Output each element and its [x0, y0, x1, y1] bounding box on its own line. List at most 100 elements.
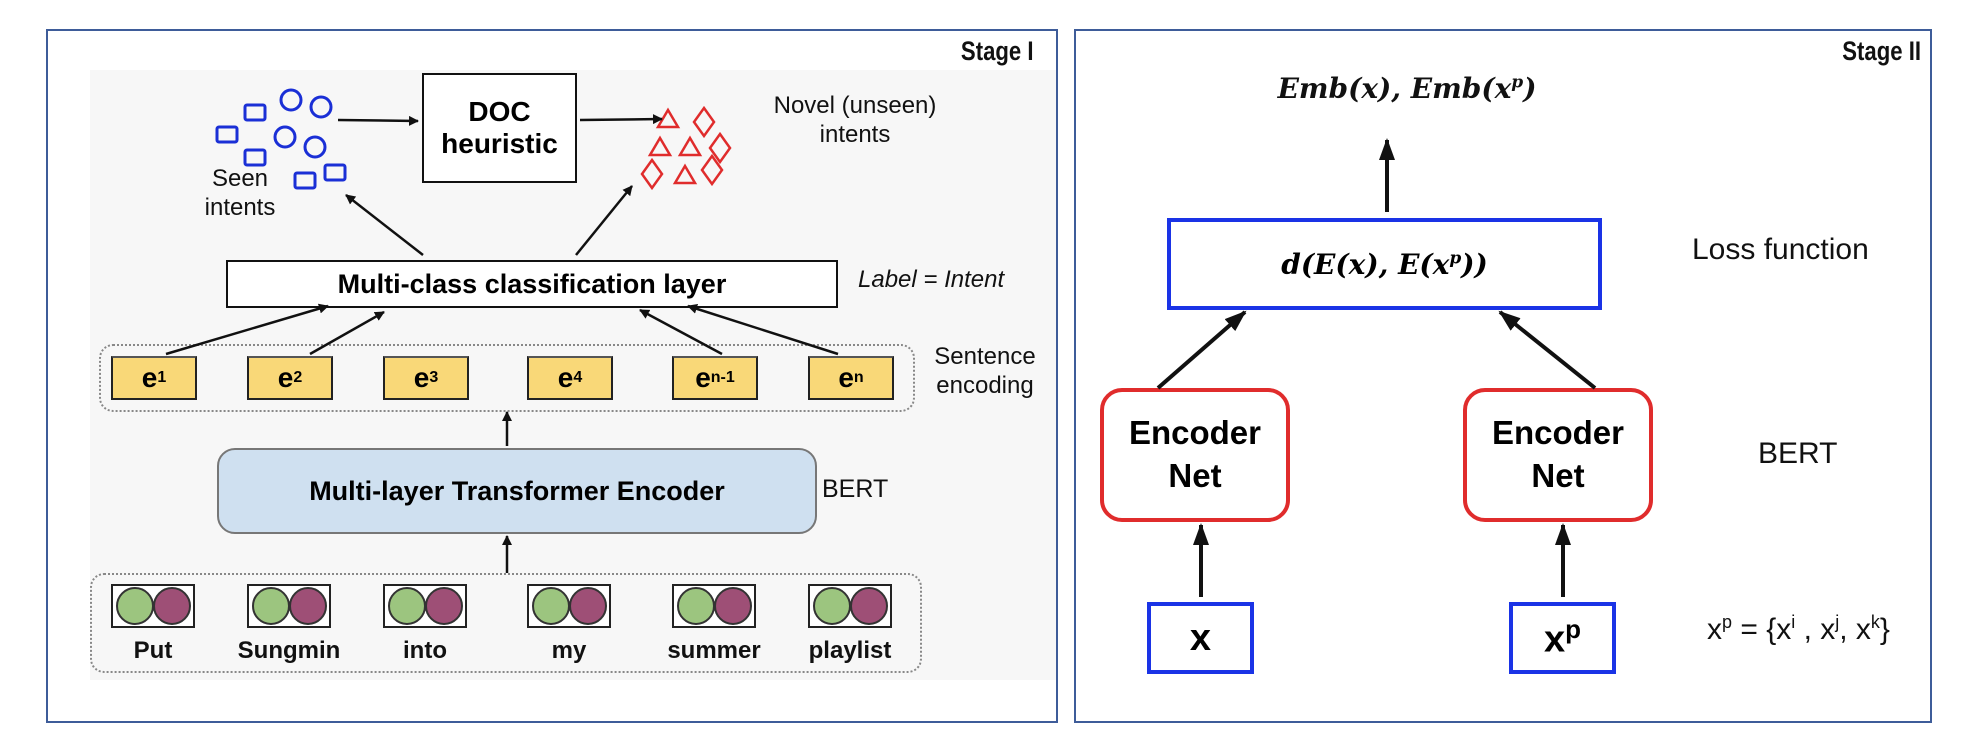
encoding-base: e — [838, 362, 854, 393]
token-embedding-3 — [383, 584, 467, 628]
novel-diamond-2 — [708, 131, 732, 165]
label-intent-note: Label = Intent — [858, 266, 1005, 293]
seen-square-4 — [293, 171, 317, 190]
embedding-output-close: ) — [1523, 72, 1537, 105]
seen-intents-line1: Seen — [211, 165, 269, 192]
arrow-e2-to-classifier — [309, 310, 385, 356]
encoder-net-right-line1: Encoder — [1491, 414, 1625, 452]
token-purple-circle — [569, 587, 607, 625]
token-word-6: playlist — [808, 637, 892, 664]
stage2-title: Stage II — [1842, 36, 1921, 66]
novel-diamond-3 — [640, 157, 664, 191]
token-purple-circle — [289, 587, 327, 625]
distance-loss-text: d(E(x), E(x — [1281, 247, 1450, 281]
set-item-1-sup: i — [1791, 612, 1796, 632]
transformer-encoder-box: Multi-layer Transformer Encoder — [217, 448, 817, 534]
token-word-4: my — [551, 637, 587, 664]
input-xp-base: x — [1543, 618, 1566, 661]
input-x-box: x — [1147, 602, 1254, 674]
encoding-subscript: n — [853, 369, 864, 386]
sentence-encoding-label: Sentence encoding — [920, 343, 1050, 401]
token-word-5: summer — [667, 637, 761, 664]
token-green-circle — [813, 587, 851, 625]
input-xp-box: xp — [1509, 602, 1616, 674]
encoding-base: e — [557, 362, 574, 393]
token-green-circle — [388, 587, 426, 625]
seen-circle-2 — [309, 95, 333, 119]
embedding-output-text: Emb(x), Emb(x — [1277, 72, 1512, 105]
embedding-output-sup: p — [1511, 72, 1524, 93]
token-embedding-2 — [247, 584, 331, 628]
doc-heuristic-line2: heuristic — [441, 128, 558, 159]
distance-loss-sup: p — [1449, 248, 1462, 269]
seen-intents-line2: intents — [204, 193, 276, 221]
arrow-classifier-to-seen — [345, 194, 424, 256]
set-lhs-sup: p — [1722, 612, 1733, 632]
novel-triangle-2 — [647, 135, 673, 157]
encoder-net-left-line1: Encoder — [1128, 414, 1262, 452]
seen-circle-4 — [303, 135, 327, 159]
set-comma-1: , — [1795, 613, 1821, 646]
input-x-label: x — [1189, 616, 1212, 659]
seen-square-1 — [243, 103, 267, 122]
token-purple-circle — [714, 587, 752, 625]
encoding-subscript: 1 — [157, 369, 167, 386]
novel-intents-line2: intents — [819, 120, 891, 148]
encoding-subscript: 3 — [429, 369, 439, 386]
positive-set-definition: xp = {xi , xj, xk} — [1707, 612, 1890, 648]
encoding-base: e — [141, 362, 158, 393]
doc-heuristic-line1: DOC — [468, 95, 531, 127]
novel-intents-label: Novel (unseen) intents — [735, 92, 975, 150]
token-green-circle — [677, 587, 715, 625]
arrow-seen-to-doc — [337, 115, 419, 126]
distance-loss-box: d(E(x), E(xp)) — [1167, 218, 1602, 310]
encoder-net-left: Encoder Net — [1100, 388, 1290, 522]
set-equals: = { — [1732, 613, 1777, 646]
token-embedding-5 — [672, 584, 756, 628]
seen-circle-3 — [273, 125, 297, 149]
encoding-base: e — [277, 362, 294, 393]
arrow-en-to-classifier — [687, 303, 839, 356]
stage2-bert-label: BERT — [1758, 437, 1838, 470]
seen-square-5 — [323, 163, 347, 182]
set-item-2-base: x — [1820, 613, 1836, 646]
token-purple-circle — [153, 587, 191, 625]
sentence-encoding-line2: encoding — [936, 371, 1034, 399]
doc-heuristic-box: DOC heuristic — [422, 73, 577, 183]
set-item-2-sup: j — [1835, 612, 1840, 632]
seen-circle-1 — [279, 88, 303, 112]
sentence-encoding-line1: Sentence — [934, 343, 1036, 370]
distance-loss-close: )) — [1461, 247, 1488, 281]
arrow-doc-to-novel — [579, 114, 663, 125]
novel-triangle-1 — [655, 107, 681, 129]
encoder-net-right-line2: Net — [1531, 457, 1585, 494]
encoding-base: e — [695, 362, 711, 393]
arrow-en1-to-classifier — [639, 308, 723, 356]
token-embedding-6 — [808, 584, 892, 628]
novel-intents-cluster — [640, 105, 732, 191]
seen-intents-label: Seen intents — [195, 165, 285, 223]
set-close: } — [1879, 613, 1890, 646]
novel-triangle-4 — [672, 163, 698, 185]
encoder-net-left-line2: Net — [1168, 457, 1222, 494]
encoding-subscript: 2 — [293, 369, 303, 386]
multi-class-classification-layer: Multi-class classification layer — [226, 260, 838, 308]
token-green-circle — [532, 587, 570, 625]
stage1-bert-label: BERT — [822, 475, 889, 503]
encoding-subscript: n-1 — [710, 369, 735, 386]
input-xp-sup: p — [1565, 614, 1582, 645]
token-purple-circle — [425, 587, 463, 625]
seen-square-3 — [243, 148, 267, 167]
arrow-left-encoder-to-loss — [1156, 310, 1247, 390]
token-purple-circle — [850, 587, 888, 625]
token-word-3: into — [403, 637, 447, 664]
novel-triangle-3 — [677, 135, 703, 157]
stage1-title: Stage I — [961, 36, 1034, 66]
